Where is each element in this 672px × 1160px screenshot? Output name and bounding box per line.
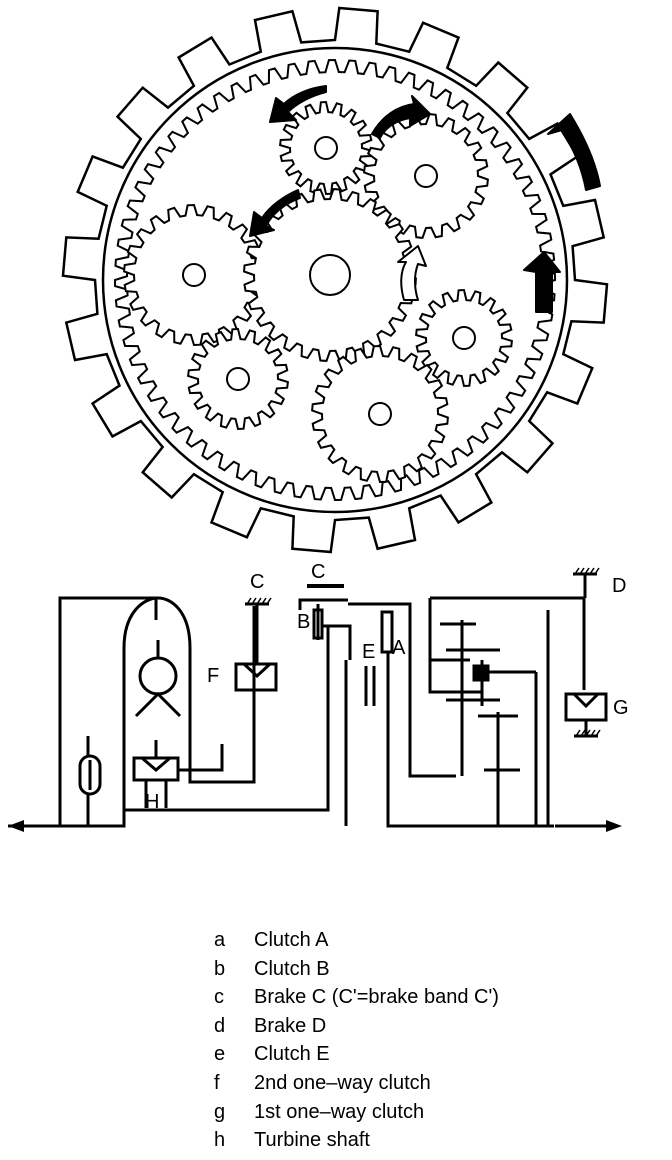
- turbine-ground-link: [178, 744, 224, 772]
- brake-d-ground-hatch: [589, 567, 595, 575]
- label-d: D: [612, 575, 626, 597]
- planet-gear-bottom: [311, 344, 449, 484]
- legend-text: Clutch B: [254, 957, 330, 980]
- brake-c-ground-hatch: [251, 597, 257, 605]
- label-h: H: [145, 791, 159, 813]
- label-a: A: [392, 637, 406, 659]
- brake-c-ground: [245, 597, 272, 606]
- arrow-sun-gear: [397, 245, 427, 301]
- one-way-clutch-g-mark: [572, 692, 600, 709]
- legend-key: d: [214, 1014, 226, 1037]
- legend-text: Turbine shaft: [254, 1129, 370, 1152]
- legend-item-b: b Clutch B: [214, 955, 644, 984]
- brake-c-ground-hatch: [246, 597, 252, 605]
- clutch-a-plates: [380, 610, 394, 654]
- planetary-gearset: [61, 6, 609, 554]
- gear-diagram: C C D B E A F G H: [8, 6, 629, 832]
- legend-text: Clutch A: [254, 929, 329, 951]
- torque-converter-hub: [138, 656, 178, 696]
- label-c-top: C: [311, 561, 325, 583]
- legend-key: a: [214, 929, 226, 951]
- label-f: F: [207, 665, 219, 687]
- legend-text: 2nd one–way clutch: [254, 1071, 431, 1094]
- brake-d-ground-hatch: [574, 567, 580, 575]
- label-e: E: [362, 641, 375, 663]
- housing-bottom-left: [60, 740, 126, 828]
- arrow-top-right-gear: [371, 95, 431, 139]
- label-c-left: C: [250, 571, 264, 593]
- one-way-clutch-g-ground-hatch: [575, 729, 581, 737]
- ring-gear-drum-left: [428, 598, 440, 694]
- planet-gear-top: [279, 100, 373, 196]
- outer-drum: [61, 6, 609, 554]
- arrow-top-gear: [269, 85, 327, 123]
- label-b: B: [297, 611, 310, 633]
- clutch-a-drum: [348, 602, 456, 778]
- drum-inner-ring: [101, 46, 569, 514]
- legend-item-c: c Brake C (C'=brake band C'): [214, 983, 644, 1012]
- planet-pinion: [472, 664, 490, 682]
- legend-item-e: e Clutch E: [214, 1040, 644, 1069]
- legend-text: Brake C (C'=brake band C'): [254, 986, 499, 1009]
- turbine-shaft: [122, 626, 330, 812]
- sun-gear-hub: [309, 254, 351, 296]
- legend-text: Clutch E: [254, 1043, 330, 1066]
- housing-left: [58, 596, 158, 826]
- planet-gear-top-right-hub: [414, 164, 438, 188]
- input-arrow-icon: [8, 820, 24, 832]
- planet-gear-bottom-left: [187, 327, 289, 431]
- output-arrow-icon: [606, 820, 622, 832]
- brake-c-ground-hatch: [261, 597, 267, 605]
- brake-d-ground-hatch: [594, 567, 600, 575]
- legend-key: h: [214, 1129, 226, 1152]
- arrow-drum-upper: [547, 113, 601, 191]
- planet-gear-top-hub: [314, 136, 338, 160]
- one-way-clutch-g-ground-hatch: [590, 729, 596, 737]
- planet-gear-top-right: [363, 113, 489, 239]
- one-way-clutch-g-ground-hatch: [580, 729, 586, 737]
- rotation-arrows: [249, 85, 601, 313]
- planet-gear-right-hub: [452, 326, 476, 350]
- legend-key: g: [214, 1100, 226, 1123]
- planet-gear-bottom-left-hub: [226, 367, 250, 391]
- legend-item-a: a Clutch A: [214, 926, 644, 955]
- legend-key: c: [214, 986, 224, 1009]
- planet-gear-right: [415, 288, 513, 388]
- output-link: [386, 652, 554, 828]
- brake-d-ground-hatch: [584, 567, 590, 575]
- legend-item-f: f 2nd one–way clutch: [214, 1069, 644, 1098]
- converter-turbine: [134, 691, 182, 718]
- legend-text: Brake D: [254, 1014, 327, 1037]
- torque-converter-shell: [122, 596, 192, 740]
- legend-key: f: [214, 1071, 220, 1094]
- one-way-clutch-f-mark: [242, 662, 272, 679]
- one-way-clutch-g-ground-hatch: [595, 729, 601, 737]
- planet-gear-left: [123, 203, 265, 347]
- oil-pump: [78, 754, 102, 796]
- legend-key: e: [214, 1043, 226, 1066]
- turbine-one-way-mark: [141, 756, 171, 772]
- planet-gear-bottom-hub: [368, 402, 392, 426]
- brake-c-ground-hatch: [256, 597, 262, 605]
- legend-text: 1st one–way clutch: [254, 1100, 425, 1123]
- legend: a Clutch A b Clutch B c Brake C (C'=brake b…: [214, 926, 644, 1155]
- brake-d-ground: [573, 567, 600, 576]
- label-g: G: [613, 697, 629, 719]
- ring-gear: [113, 58, 557, 502]
- arrow-drum-lower: [523, 251, 561, 313]
- legend-item-h: h Turbine shaft: [214, 1126, 644, 1155]
- brake-d-ground-hatch: [579, 567, 585, 575]
- sun-gear: [243, 188, 417, 362]
- transmission-schematic: [8, 567, 622, 832]
- planet-gear-left-hub: [182, 263, 206, 287]
- clutch-b-output: [322, 624, 352, 660]
- brake-c-ground-hatch: [266, 597, 272, 605]
- one-way-clutch-f: [234, 662, 278, 692]
- brake-d-link: [430, 596, 586, 690]
- arrow-left-gear: [249, 189, 301, 237]
- shaft-to-brake-c: [188, 606, 256, 784]
- legend-item-d: d Brake D: [214, 1012, 644, 1041]
- legend-key: b: [214, 957, 226, 980]
- legend-item-g: g 1st one–way clutch: [214, 1098, 644, 1127]
